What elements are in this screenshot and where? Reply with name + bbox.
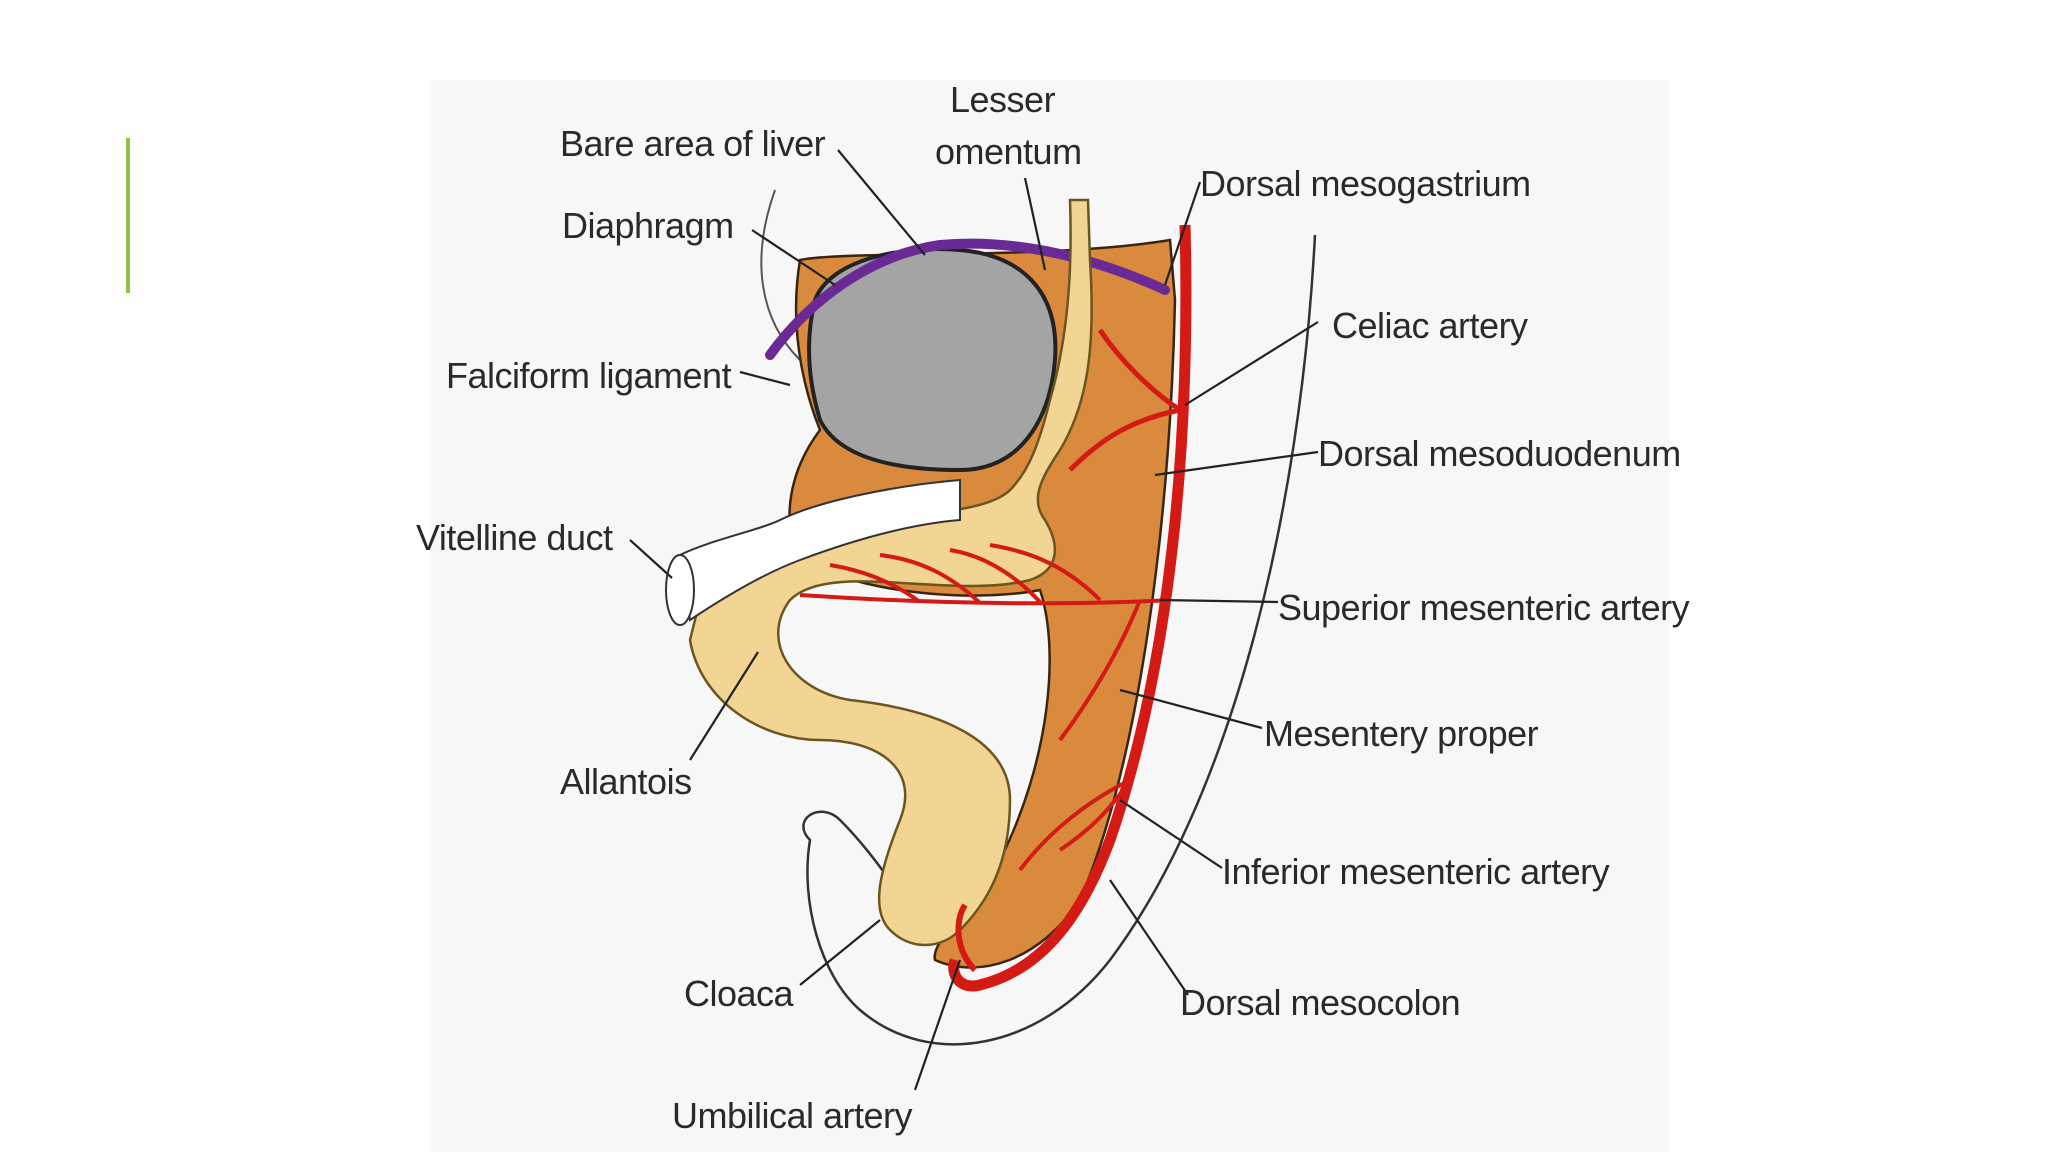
label-diaphragm: Diaphragm — [562, 205, 734, 246]
leader-cloaca — [799, 919, 881, 986]
vitelline-opening — [678, 478, 961, 622]
aorta — [948, 224, 1192, 992]
leader-lesser-omentum — [1023, 177, 1047, 271]
leader-dorsal-mesogastrium — [1163, 181, 1202, 286]
leader-mesocolon — [1109, 879, 1189, 996]
leader-mesoduodenum — [1154, 450, 1319, 477]
label-dorsal-mesocolon: Dorsal mesocolon — [1180, 982, 1460, 1023]
leader-bare-area — [837, 149, 926, 256]
sma-branches — [799, 543, 1171, 742]
leader-sma — [1159, 598, 1279, 604]
label-bare-area-of-liver: Bare area of liver — [560, 123, 826, 164]
ima-branches — [1018, 778, 1132, 872]
celiac-branch — [1068, 328, 1182, 472]
diaphragm-line — [765, 238, 1170, 360]
label-superior-mesenteric-artery: Superior mesenteric artery — [1278, 587, 1690, 628]
label-dorsal-mesoduodenum: Dorsal mesoduodenum — [1318, 433, 1681, 474]
label-dorsal-mesogastrium: Dorsal mesogastrium — [1200, 163, 1531, 204]
leader-vitelline — [629, 539, 673, 579]
label-inferior-mesenteric-artery: Inferior mesenteric artery — [1222, 851, 1610, 892]
label-lesser-omentum-1: Lesser — [950, 79, 1056, 120]
label-mesentery-proper: Mesentery proper — [1264, 713, 1539, 754]
leader-diaphragm — [751, 229, 836, 286]
leader-allantois — [689, 651, 759, 761]
leader-celiac — [1184, 321, 1319, 406]
accent-bar — [126, 138, 130, 293]
body-wall-outline — [802, 234, 1317, 1046]
leader-falciform — [739, 370, 791, 387]
umbilical-artery-loop — [955, 903, 978, 973]
leader-umbilical — [913, 959, 962, 1091]
leader-ima — [1119, 799, 1223, 869]
label-lesser-omentum-2: omentum — [935, 131, 1082, 172]
label-umbilical-artery: Umbilical artery — [672, 1095, 913, 1136]
vitelline-duct-end — [665, 554, 695, 626]
label-cloaca: Cloaca — [684, 973, 795, 1014]
label-celiac-artery: Celiac artery — [1332, 305, 1528, 346]
ventral-body-wall — [760, 189, 801, 361]
label-vitelline-duct: Vitelline duct — [416, 517, 613, 558]
leader-mesentery-proper — [1119, 688, 1263, 730]
label-falciform-ligament: Falciform ligament — [446, 355, 732, 396]
label-allantois: Allantois — [560, 761, 692, 802]
